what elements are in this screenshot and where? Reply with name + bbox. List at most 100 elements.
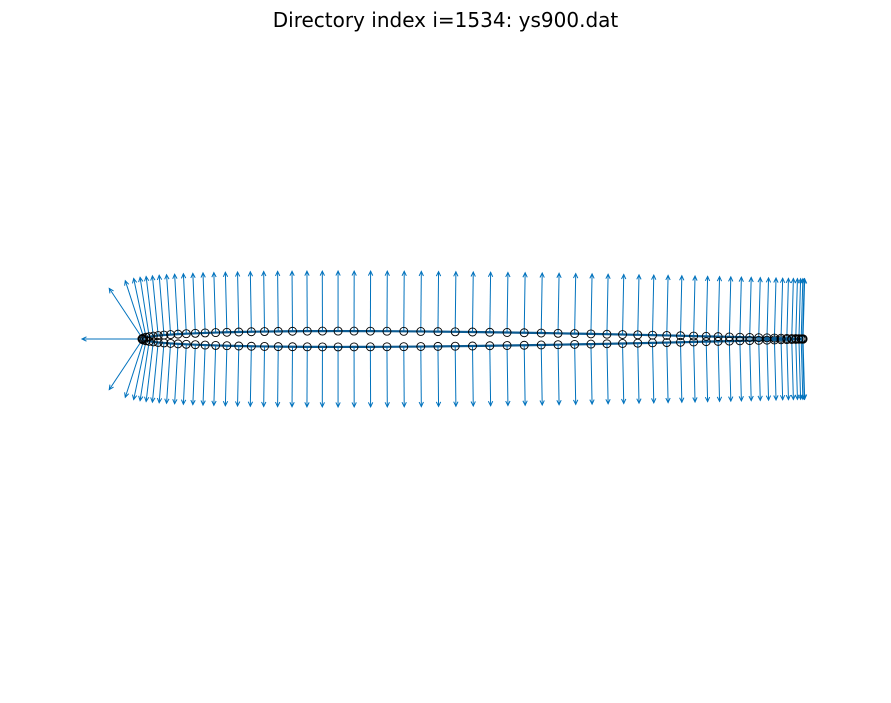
point-marker-upper-20 [302, 326, 312, 336]
normal-vector-lower-11 [192, 344, 196, 405]
normal-vector-upper-42 [666, 275, 669, 336]
normal-vector-upper-12 [202, 272, 206, 333]
point-marker-upper-6 [153, 331, 163, 341]
normal-arrowhead-lower-16 [247, 401, 254, 408]
normal-vector-lower-60 [802, 339, 806, 400]
point-marker-lower-41 [648, 338, 657, 348]
normal-vector-lower-58 [800, 339, 804, 400]
normal-vector-lower-17 [263, 346, 266, 407]
point-marker-lower-22 [333, 342, 343, 352]
normal-vector-upper-13 [213, 272, 217, 333]
normal-vector-upper-16 [249, 271, 252, 332]
normal-vector-lower-18 [277, 346, 279, 407]
normal-arrowhead-lower-17 [261, 401, 267, 408]
point-marker-lower-39 [618, 339, 627, 348]
point-marker-lower-24 [365, 342, 375, 352]
point-marker-upper-14 [222, 327, 232, 337]
normal-vector-lower-54 [786, 339, 789, 400]
normal-arrowhead-lower-55 [790, 394, 796, 401]
normal-vector-lower-42 [666, 342, 669, 403]
point-marker-lower-6 [153, 337, 163, 347]
normal-vector-upper-3 [133, 278, 147, 338]
normal-vector-upper-55 [791, 278, 794, 339]
normal-arrowhead-lower-33 [522, 400, 528, 407]
normal-arrowhead-upper-14 [222, 271, 229, 278]
normal-vector-upper-50 [758, 277, 761, 338]
point-marker-upper-33 [519, 328, 529, 338]
point-marker-lower-31 [485, 341, 495, 351]
normal-arrowhead-lower-13 [211, 400, 217, 407]
normal-vector-lower-1 [108, 339, 143, 390]
normal-vector-upper-41 [652, 275, 655, 336]
normal-arrowhead-lower-24 [367, 402, 374, 409]
normal-arrowhead-lower-6 [150, 397, 156, 404]
point-marker-upper-18 [273, 326, 283, 336]
point-marker-upper-25 [382, 326, 392, 336]
normal-vector-lower-13 [213, 345, 217, 406]
normal-arrowhead-upper-29 [453, 270, 459, 277]
normal-arrowhead-upper-51 [765, 276, 772, 283]
point-marker-upper-10 [181, 329, 191, 339]
normal-arrowhead-upper-7 [156, 274, 163, 281]
point-marker-lower-23 [349, 342, 359, 352]
point-marker-upper-13 [211, 328, 221, 338]
normal-vector-upper-57 [798, 278, 802, 339]
normal-arrowhead-upper-28 [435, 270, 442, 277]
normal-vector-upper-4 [139, 277, 150, 337]
normal-arrowhead-upper-30 [470, 270, 476, 277]
point-marker-upper-24 [365, 326, 375, 336]
normal-arrowhead-lower-19 [289, 402, 295, 408]
normal-arrowhead-upper-2 [124, 279, 130, 286]
normal-vector-lower-43 [679, 342, 683, 403]
normal-arrowhead-upper-42 [665, 274, 671, 281]
normal-vector-upper-10 [182, 273, 187, 334]
point-marker-upper-34 [536, 328, 546, 338]
normal-vector-upper-11 [192, 273, 196, 334]
normal-vector-upper-56 [795, 278, 798, 339]
normal-vector-upper-17 [263, 271, 266, 332]
point-marker-upper-45 [701, 331, 711, 341]
normal-arrowhead-lower-4 [138, 395, 144, 402]
point-marker-lower-8 [166, 338, 176, 348]
normal-arrowhead-upper-12 [200, 271, 206, 278]
normal-vector-upper-49 [749, 277, 752, 338]
point-marker-upper-11 [190, 328, 200, 338]
normal-arrowhead-upper-20 [304, 270, 310, 276]
normal-arrowhead-lower-9 [172, 398, 178, 405]
normal-arrowhead-upper-27 [418, 270, 424, 277]
normal-arrowhead-upper-44 [692, 274, 698, 281]
normal-arrowhead-upper-4 [138, 276, 144, 283]
point-marker-lower-7 [159, 338, 169, 348]
point-marker-lower-54 [782, 335, 792, 345]
normal-arrowhead-upper-37 [589, 272, 595, 279]
normal-vector-upper-31 [489, 272, 492, 333]
normal-arrowhead-upper-53 [779, 277, 786, 284]
normal-vector-lower-9 [174, 343, 179, 404]
point-marker-lower-18 [273, 342, 283, 352]
normal-vector-upper-38 [606, 274, 609, 335]
normal-vector-lower-47 [728, 341, 732, 402]
normal-arrowhead-upper-46 [716, 275, 723, 282]
plot-area [80, 269, 808, 409]
normal-arrowhead-lower-27 [418, 401, 424, 408]
normal-vector-upper-27 [420, 271, 422, 332]
normal-arrowhead-lower-29 [453, 401, 459, 408]
normal-arrowhead-upper-25 [384, 270, 390, 276]
normal-arrowhead-upper-3 [131, 277, 138, 284]
point-marker-upper-8 [166, 330, 176, 340]
normal-arrowhead-lower-15 [235, 401, 241, 408]
point-marker-upper-37 [586, 329, 596, 339]
normal-arrowhead-lower-22 [335, 402, 341, 409]
normal-arrowhead-upper-0 [80, 336, 87, 342]
normal-arrowhead-lower-25 [384, 402, 390, 408]
point-marker-upper-23 [349, 326, 359, 336]
normal-arrowhead-lower-23 [351, 402, 357, 409]
normal-vector-lower-49 [749, 340, 752, 401]
point-marker-lower-53 [776, 335, 786, 345]
normal-vector-lower-2 [124, 340, 145, 398]
normal-arrowhead-lower-49 [748, 395, 754, 402]
normal-arrowhead-lower-39 [621, 398, 627, 405]
normal-vector-upper-60 [802, 278, 806, 339]
normal-arrowhead-upper-22 [335, 269, 341, 276]
